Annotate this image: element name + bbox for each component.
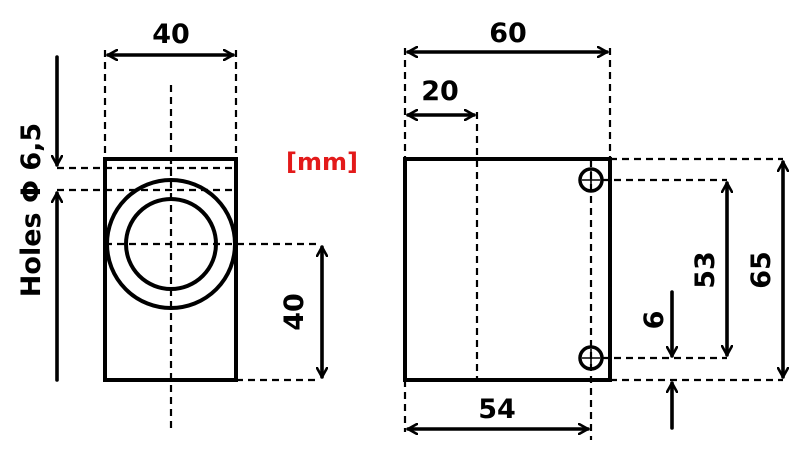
- front-width-label: 40: [152, 19, 190, 50]
- mounting-hole-bottom: [578, 345, 604, 371]
- mounting-hole-top: [578, 167, 604, 193]
- hole-spacing-vertical-label: 53: [690, 251, 721, 289]
- hole-spacing-horizontal-label: 54: [478, 394, 516, 425]
- side-view: 60 20 53 65 6: [403, 18, 783, 440]
- hole-offset-label: 6: [639, 311, 670, 330]
- units-label: [mm]: [286, 148, 358, 176]
- front-view: 40 40 Holes Φ 6,5: [16, 19, 322, 430]
- center-height-label: 40: [279, 293, 310, 331]
- overall-width-label: 60: [489, 18, 527, 49]
- side-body-outline: [403, 157, 612, 382]
- offset-label: 20: [421, 76, 459, 107]
- holes-diameter-label: Holes Φ 6,5: [16, 123, 47, 297]
- height-label: 65: [746, 251, 777, 289]
